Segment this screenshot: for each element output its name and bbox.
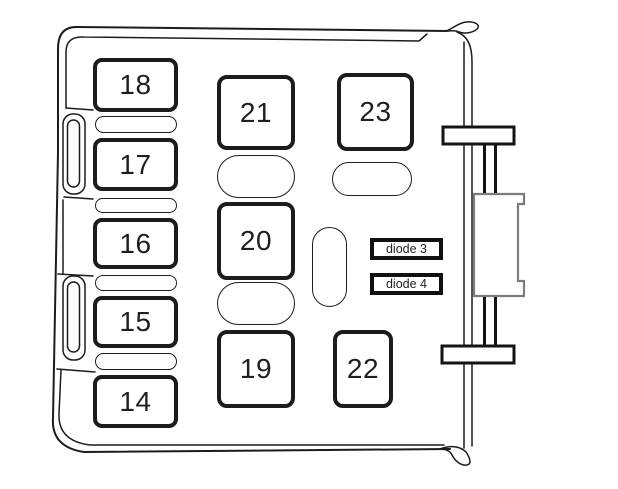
mounting-bracket [472,192,526,298]
top-right-curl [445,21,479,34]
bottom-right-curl [439,445,471,466]
relay-socket-oval-1 [217,155,295,198]
relay-22: 22 [333,330,393,408]
relay-socket-oval-2 [217,282,295,325]
diode-3-label-box: diode 3 [370,238,443,260]
vertical-capsule-socket [312,227,347,307]
fuse-18: 18 [93,58,178,112]
left-rim-tick-3 [57,273,94,277]
left-tab-slot-2-outer [62,275,86,361]
fuse-slot-pill-1 [95,116,177,133]
relay-socket-pill-23 [332,162,412,196]
left-rim-tick-1 [65,107,94,111]
relay-21: 21 [217,75,295,150]
left-tab-slot-1-inner [66,119,81,188]
relay-23: 23 [337,73,414,151]
fuse-15: 15 [93,296,178,348]
fuse-17: 17 [93,138,178,191]
left-tab-slot-1-outer [62,113,86,195]
fuse-slot-pill-4 [95,353,177,370]
right-rail-line-2 [456,31,473,447]
left-rim-tick-4 [56,368,96,373]
relay-20: 20 [217,202,295,280]
fuse-slot-pill-3 [95,275,177,291]
fuse-14: 14 [93,375,178,428]
panel-outer-edge [51,26,451,453]
left-tab-slot-2-inner [66,281,81,353]
relay-19: 19 [217,330,295,408]
crossbar-top [441,125,516,146]
left-rim-tick-2 [63,196,94,200]
panel-inner-top-edge [65,33,428,109]
panel-inner-bottom-edge [58,369,445,446]
fuse-16: 16 [93,218,178,269]
fuse-slot-pill-2 [95,198,177,213]
diode-4-label-box: diode 4 [370,273,443,295]
crossbar-bottom [440,344,516,365]
